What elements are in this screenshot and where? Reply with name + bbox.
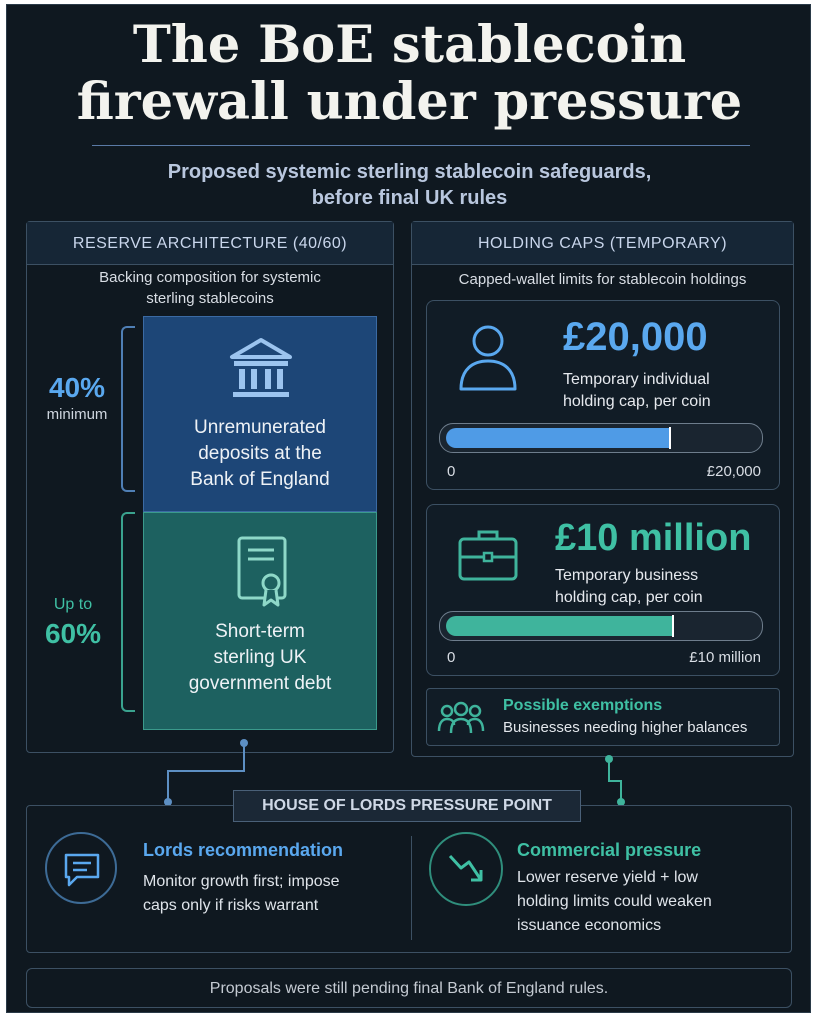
holding-caps-panel: HOLDING CAPS (TEMPORARY) Capped-wallet l…	[411, 221, 794, 757]
debt-line-3: government debt	[188, 673, 332, 694]
caps-header-bar	[412, 222, 793, 265]
recommendation-line-2: caps only if risks warrant	[143, 897, 319, 914]
business-desc-line-2: holding cap, per coin	[555, 589, 703, 606]
exemptions-description: Businesses needing higher balances	[503, 719, 748, 736]
subtitle-line-2: before final UK rules	[311, 187, 508, 209]
left-connector	[167, 743, 245, 800]
government-debt-block: Short-term sterling UK government debt	[143, 512, 377, 730]
commercial-title: Commercial pressure	[517, 840, 702, 860]
deposits-line-2: deposits at the	[198, 443, 322, 464]
individual-cap-description: Temporary individual holding cap, per co…	[563, 369, 711, 413]
right-connector	[608, 757, 622, 800]
debt-line-1: Short-term	[215, 621, 305, 642]
business-axis-max: £10 million	[689, 649, 761, 666]
reserve-desc-line-1: Backing composition for systemic	[99, 269, 321, 286]
subtitle-line-1: Proposed systemic sterling stablecoin sa…	[167, 161, 652, 183]
left-connector-dot-top	[240, 739, 248, 747]
person-icon	[459, 325, 517, 391]
individual-cap-bar-fill	[446, 428, 669, 448]
individual-cap-value: £20,000	[563, 315, 708, 359]
deposits-block: Unremunerated deposits at the Bank of En…	[143, 316, 377, 512]
left-connector-dot-bottom	[164, 798, 172, 806]
title-line-1: The BoE stablecoin	[132, 15, 687, 75]
footer-note: Proposals were still pending final Bank …	[26, 968, 792, 1008]
business-cap-value: £10 million	[555, 517, 752, 559]
right-connector-dot-top	[605, 755, 613, 763]
individual-axis-max: £20,000	[706, 463, 761, 480]
government-debt-text: Short-term sterling UK government debt	[144, 619, 376, 697]
exemptions-title: Possible exemptions	[503, 697, 663, 714]
title-line-2: firewall under pressure	[76, 72, 743, 132]
reserve-description: Backing composition for systemic sterlin…	[27, 267, 393, 309]
recommendation-description: Monitor growth first; impose caps only i…	[143, 870, 340, 918]
chat-bubble-icon	[64, 853, 100, 887]
deposits-text: Unremunerated deposits at the Bank of En…	[144, 415, 376, 493]
business-cap-bar	[439, 611, 763, 641]
commercial-icon-circle	[429, 832, 503, 906]
business-axis-min: 0	[447, 649, 456, 666]
bank-icon	[230, 338, 292, 397]
bottom-bracket	[121, 512, 135, 712]
bottom-pct-label: Up to	[53, 596, 93, 613]
individual-cap-bar	[439, 423, 763, 453]
infographic: The BoE stablecoin firewall under pressu…	[6, 4, 811, 1013]
briefcase-icon	[458, 530, 518, 581]
title-divider	[92, 145, 750, 146]
individual-axis-min: 0	[447, 463, 456, 480]
subtitle: Proposed systemic sterling stablecoin sa…	[7, 159, 810, 211]
reserve-desc-line-2: sterling stablecoins	[146, 290, 274, 307]
business-cap-bar-fill	[446, 616, 672, 636]
connector-lines	[164, 739, 625, 806]
lords-divider	[411, 836, 412, 940]
business-cap-description: Temporary business holding cap, per coin	[555, 565, 703, 609]
page-title: The BoE stablecoin firewall under pressu…	[7, 15, 810, 132]
commercial-description: Lower reserve yield + low holding limits…	[517, 866, 712, 938]
business-cap-marker	[672, 615, 674, 637]
individual-cap-marker	[669, 427, 671, 449]
individual-desc-line-1: Temporary individual	[563, 371, 710, 388]
top-pct-label: minimum	[46, 406, 108, 423]
footer-text: Proposals were still pending final Bank …	[209, 980, 609, 997]
deposits-line-3: Bank of England	[190, 469, 330, 490]
right-connector-dot-bottom	[617, 798, 625, 806]
recommendation-icon-circle	[45, 832, 117, 904]
commercial-line-3: issuance economics	[517, 917, 662, 934]
bottom-percentage: Up to 60%	[29, 596, 117, 650]
top-pct-value: 40%	[48, 372, 106, 403]
top-bracket	[121, 326, 135, 492]
individual-cap-card: £20,000 Temporary individual holding cap…	[426, 300, 780, 490]
deposits-line-1: Unremunerated	[193, 417, 327, 438]
commercial-line-2: holding limits could weaken	[517, 893, 712, 910]
commercial-line-1: Lower reserve yield + low	[517, 869, 698, 886]
lords-pressure-panel: Lords recommendation Monitor growth firs…	[26, 805, 792, 953]
exemptions-card: Possible exemptions Businesses needing h…	[426, 688, 780, 746]
reserve-header-bar	[27, 222, 393, 265]
recommendation-line-1: Monitor growth first; impose	[143, 873, 340, 890]
business-desc-line-1: Temporary business	[555, 567, 699, 584]
recommendation-title: Lords recommendation	[143, 840, 344, 860]
certificate-icon	[237, 536, 287, 607]
lords-badge: HOUSE OF LORDS PRESSURE POINT	[233, 790, 581, 822]
top-percentage: 40% minimum	[33, 372, 121, 423]
individual-desc-line-2: holding cap, per coin	[563, 393, 711, 410]
bottom-pct-value: 60%	[44, 618, 102, 649]
reserve-architecture-panel: RESERVE ARCHITECTURE (40/60) Backing com…	[26, 221, 394, 753]
debt-line-2: sterling UK	[213, 647, 307, 668]
caps-heading: HOLDING CAPS (TEMPORARY)	[477, 235, 728, 252]
trend-down-icon	[448, 854, 483, 882]
group-icon	[437, 701, 485, 734]
business-cap-card: £10 million Temporary business holding c…	[426, 504, 780, 676]
caps-description: Capped-wallet limits for stablecoin hold…	[458, 271, 747, 288]
reserve-heading: RESERVE ARCHITECTURE (40/60)	[72, 235, 348, 252]
